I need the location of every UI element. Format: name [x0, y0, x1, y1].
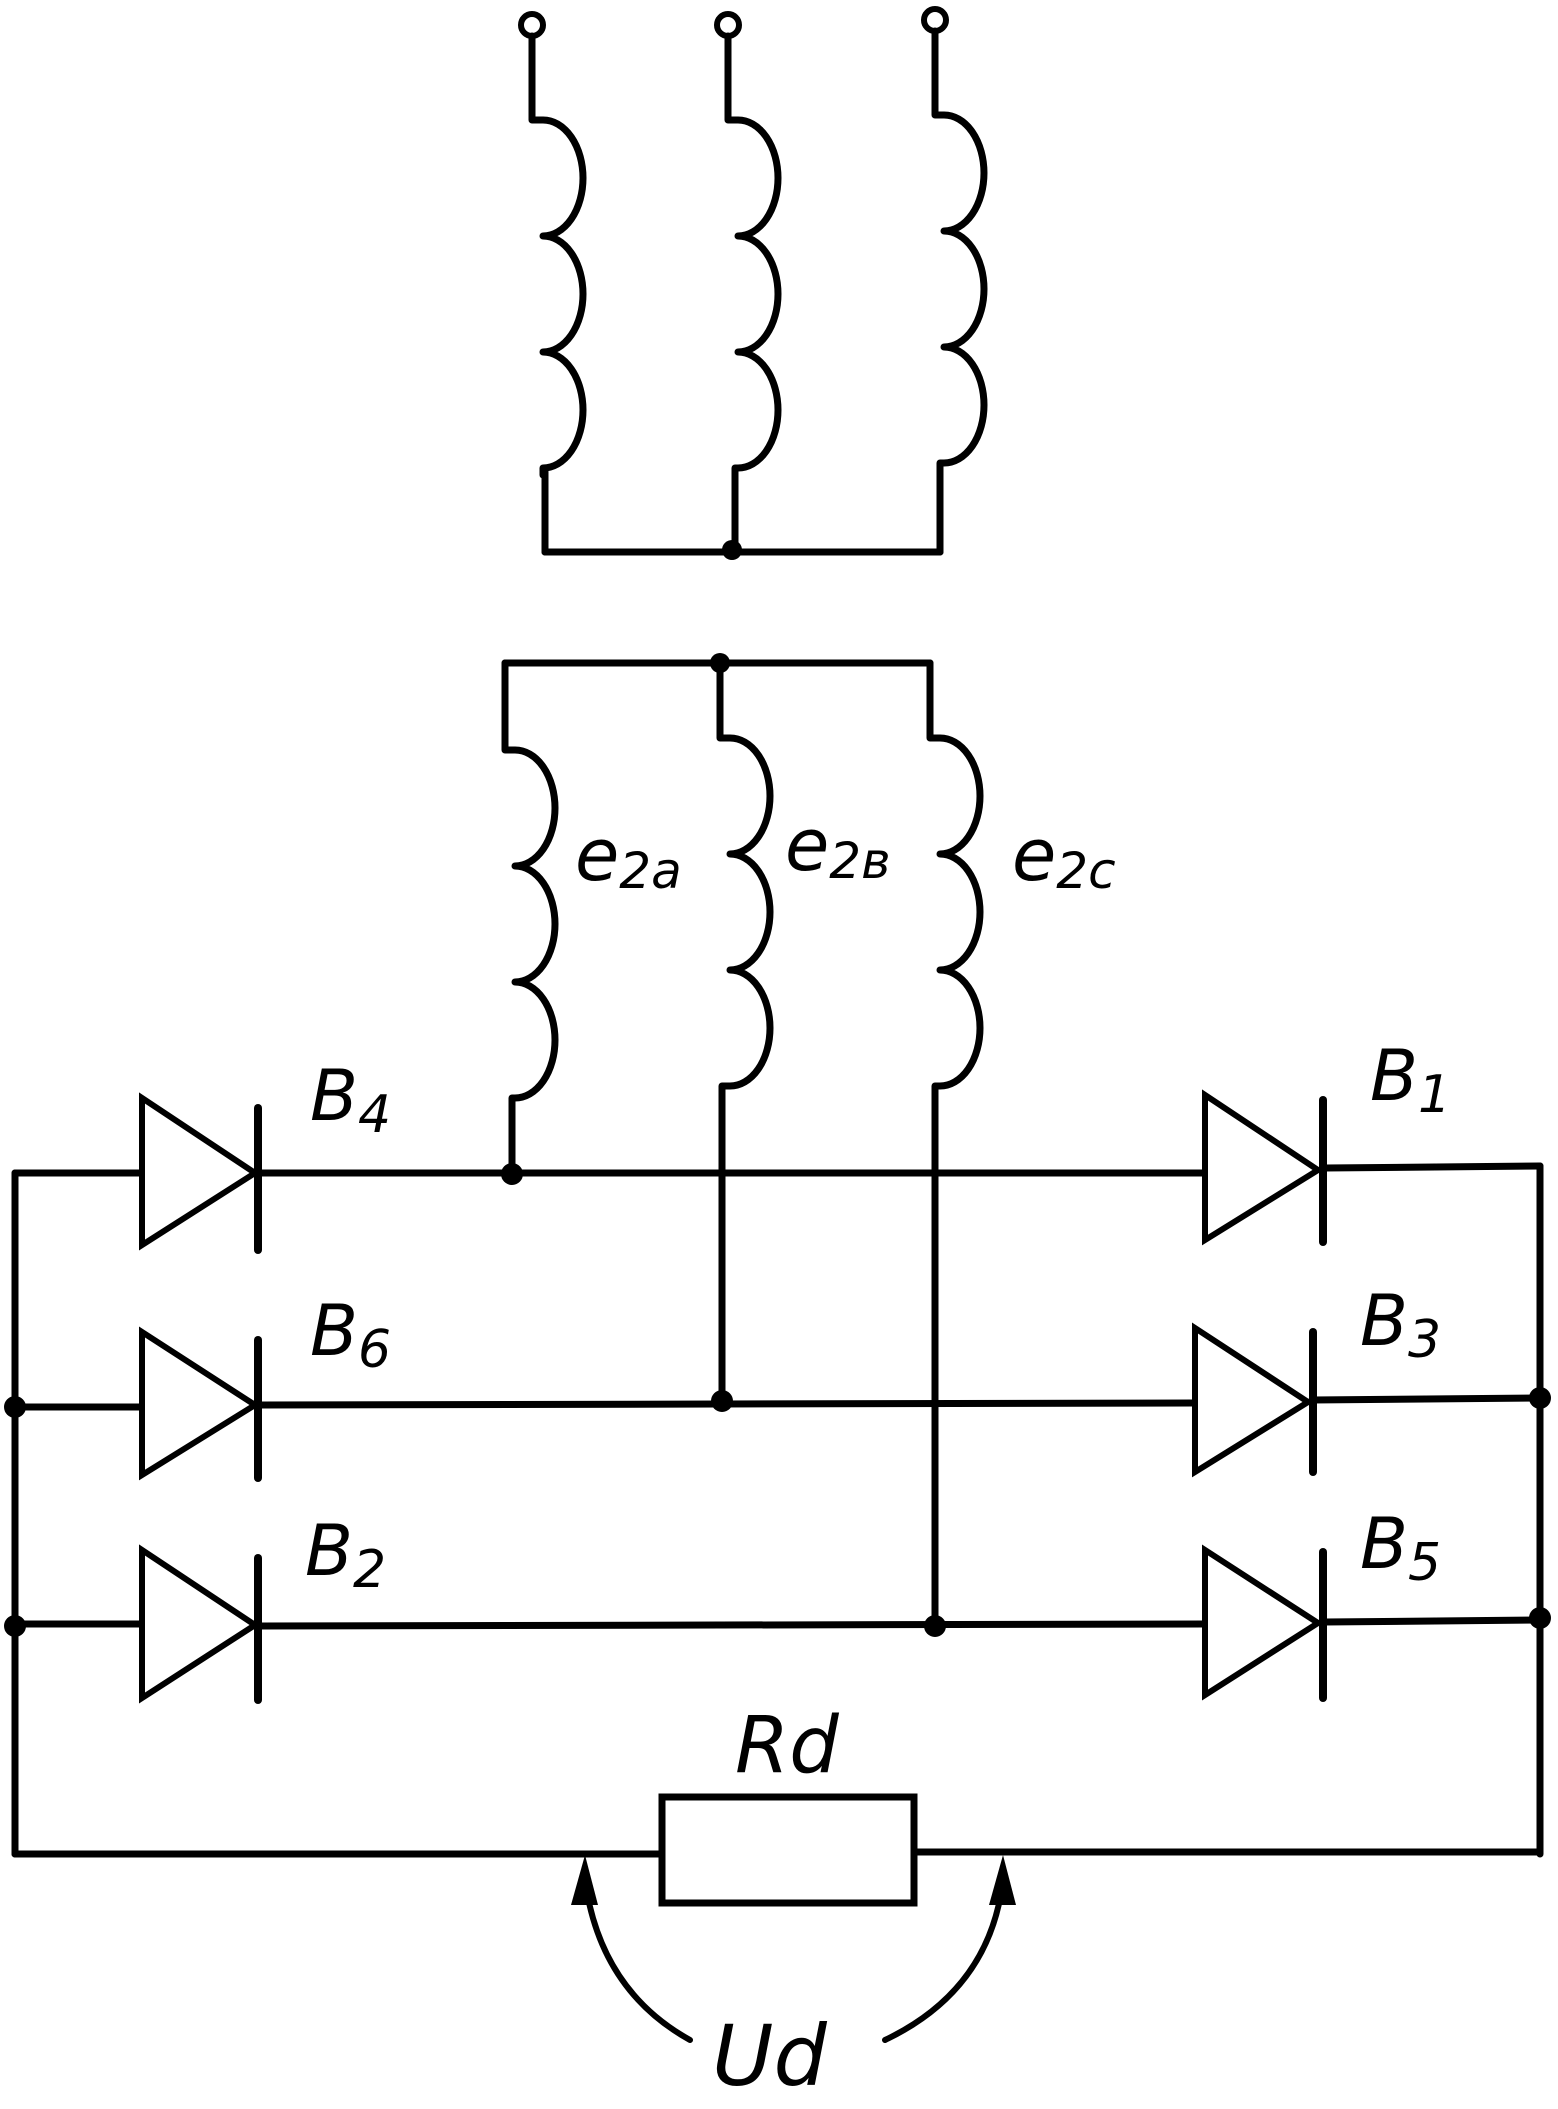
load-resistor: Rd [658, 1701, 918, 1907]
label-Ud: Ud [712, 2007, 827, 2105]
node-left-row2 [4, 1396, 26, 1418]
diode-B4: B4 [139, 1055, 391, 1254]
node-phase-a [501, 1163, 523, 1185]
diode-B1-triangle [1202, 1089, 1324, 1246]
label-B4: B4 [310, 1055, 391, 1145]
ud-arrowhead-left [571, 1855, 598, 1905]
label-e2c: e2c [1012, 813, 1116, 900]
node-phase-b [711, 1390, 733, 1412]
diode-B3-triangle [1192, 1322, 1314, 1478]
diode-B3: B3 [1192, 1280, 1441, 1478]
label-e2b: e2в [785, 803, 891, 890]
diode-B6-triangle [139, 1326, 261, 1481]
node-right-row2 [1529, 1387, 1551, 1409]
secondary-winding: e2a e2в e2c [501, 653, 1116, 1630]
diode-B5-triangle [1202, 1544, 1324, 1701]
primary-winding [518, 6, 988, 560]
label-B1: B1 [1370, 1035, 1451, 1125]
node-left-row3 [4, 1615, 26, 1637]
row3-right-wire [1321, 1616, 1544, 1626]
primary-neutral-node [722, 540, 742, 560]
label-e2a: e2a [575, 813, 682, 900]
bridge-wiring [4, 1162, 1551, 1858]
row1-right-wire [1321, 1162, 1544, 1172]
diode-B4-triangle [139, 1092, 261, 1251]
secondary-coil-c [926, 659, 984, 1630]
primary-coil-a [528, 32, 587, 556]
diode-B6: B6 [139, 1290, 391, 1482]
label-B5: B5 [1360, 1503, 1441, 1593]
node-phase-c [924, 1615, 946, 1637]
ud-arrowhead-right [989, 1855, 1016, 1905]
label-B2: B2 [305, 1510, 386, 1600]
primary-coil-b [724, 32, 782, 556]
primary-coil-c [931, 27, 988, 556]
secondary-coil-b [716, 659, 774, 1404]
diode-B2: B2 [139, 1510, 386, 1704]
ud-arc-left [582, 1877, 693, 2043]
row2-right-wire [1308, 1394, 1544, 1404]
label-Rd: Rd [735, 1701, 839, 1791]
secondary-coil-a [501, 659, 559, 1177]
output-voltage-indicator: Ud [571, 1855, 1016, 2105]
diode-B2-triangle [139, 1544, 261, 1704]
row3-mid-wire [258, 1620, 1209, 1630]
ud-arc-right [882, 1877, 1006, 2043]
diode-B5: B5 [1202, 1503, 1441, 1702]
diode-B1: B1 [1202, 1035, 1451, 1246]
label-B6: B6 [310, 1290, 391, 1380]
resistor-Rd [658, 1793, 918, 1907]
node-right-row3 [1529, 1607, 1551, 1629]
label-B3: B3 [1360, 1280, 1441, 1370]
